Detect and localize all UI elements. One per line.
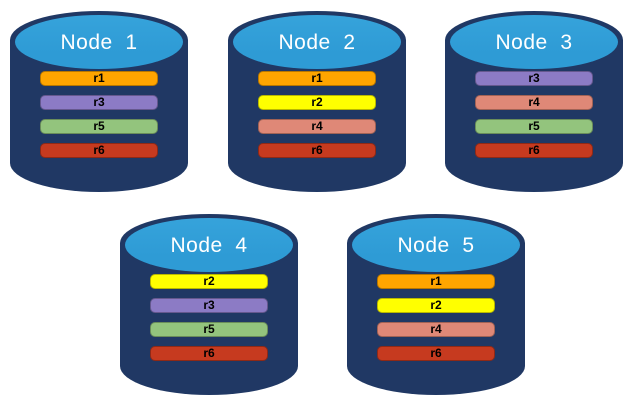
replica-bar: r6 — [377, 346, 495, 361]
replica-bar: r6 — [150, 346, 268, 361]
replica-bar: r5 — [40, 119, 158, 134]
node-cylinder: Node 3 r3 r4 r5 r6 — [445, 11, 623, 192]
node-label: Node 5 — [397, 234, 475, 257]
replica-bar: r6 — [258, 143, 376, 158]
replica-bar: r6 — [475, 143, 593, 158]
node-cylinder: Node 5 r1 r2 r4 r6 — [347, 214, 525, 395]
node-label: Node 1 — [60, 31, 138, 54]
replica-list: r1 r3 r5 r6 — [10, 71, 188, 158]
replica-bar: r1 — [258, 71, 376, 86]
node-cylinder: Node 2 r1 r2 r4 r6 — [228, 11, 406, 192]
node-label: Node 4 — [170, 234, 248, 257]
replica-bar: r5 — [475, 119, 593, 134]
node-cap: Node 1 — [15, 15, 183, 69]
node-label: Node 2 — [278, 31, 356, 54]
replica-bar: r4 — [377, 322, 495, 337]
node-cap: Node 2 — [233, 15, 401, 69]
replica-bar: r3 — [150, 298, 268, 313]
node-cylinder: Node 1 r1 r3 r5 r6 — [10, 11, 188, 192]
node-cap: Node 5 — [352, 218, 520, 272]
replica-bar: r6 — [40, 143, 158, 158]
replica-list: r2 r3 r5 r6 — [120, 274, 298, 361]
replica-bar: r2 — [150, 274, 268, 289]
replica-bar: r1 — [40, 71, 158, 86]
node-cylinder: Node 4 r2 r3 r5 r6 — [120, 214, 298, 395]
replica-bar: r2 — [258, 95, 376, 110]
replica-bar: r3 — [475, 71, 593, 86]
replica-bar: r4 — [475, 95, 593, 110]
replica-bar: r1 — [377, 274, 495, 289]
replica-bar: r4 — [258, 119, 376, 134]
replica-list: r3 r4 r5 r6 — [445, 71, 623, 158]
replica-list: r1 r2 r4 r6 — [228, 71, 406, 158]
replica-bar: r2 — [377, 298, 495, 313]
replica-list: r1 r2 r4 r6 — [347, 274, 525, 361]
node-cap: Node 3 — [450, 15, 618, 69]
replica-bar: r5 — [150, 322, 268, 337]
replica-bar: r3 — [40, 95, 158, 110]
node-cap: Node 4 — [125, 218, 293, 272]
node-label: Node 3 — [495, 31, 573, 54]
